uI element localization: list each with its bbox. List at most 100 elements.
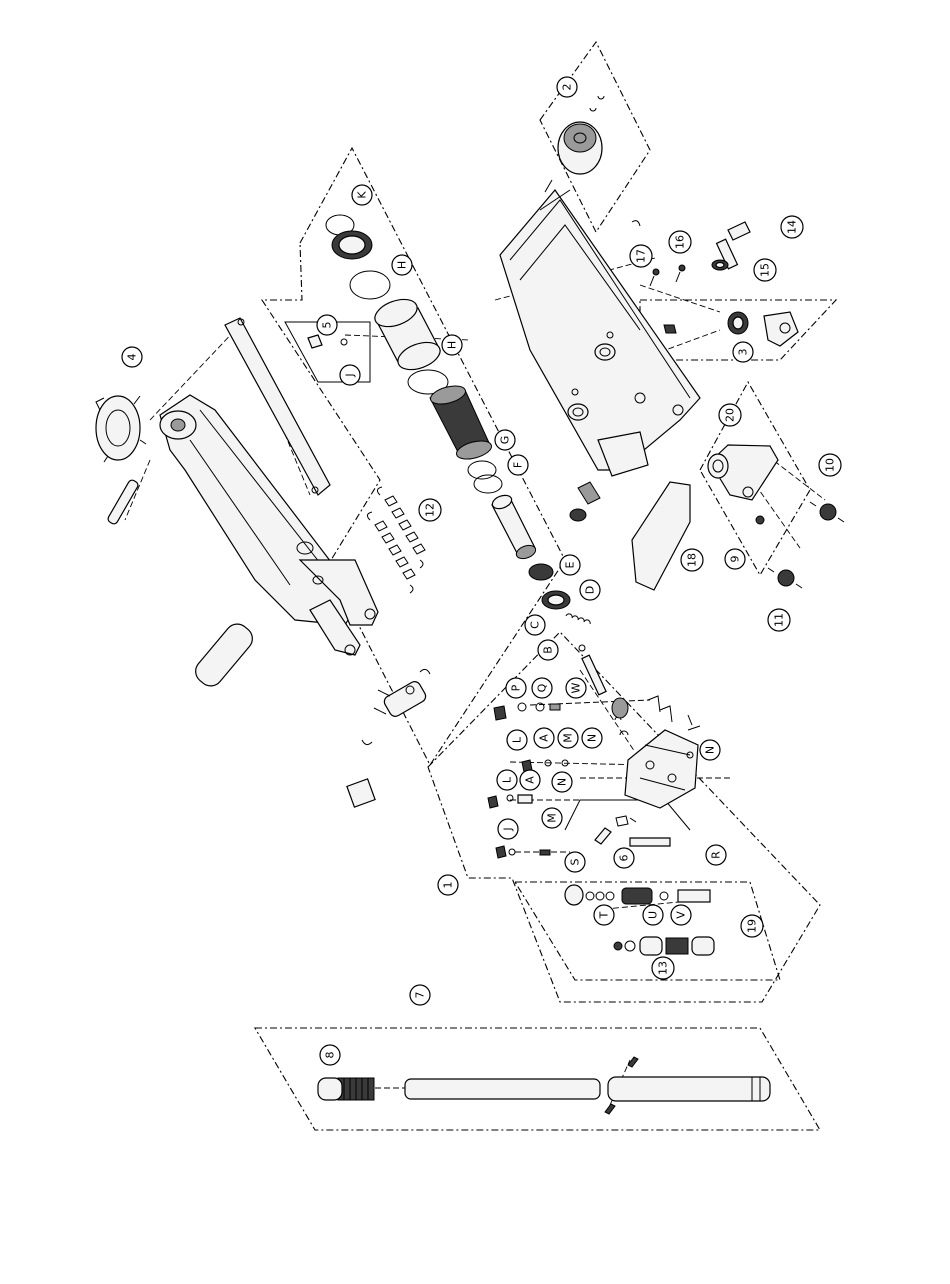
front-wheel	[664, 312, 798, 346]
svg-text:15: 15	[759, 263, 772, 277]
callout-1: 1	[438, 875, 458, 895]
callout-L-upper: L	[507, 730, 527, 750]
svg-text:10: 10	[824, 458, 837, 472]
group-box-pump-unit	[428, 632, 820, 1002]
callout-15: 15	[754, 259, 776, 281]
svg-text:P: P	[510, 684, 523, 691]
svg-text:R: R	[710, 851, 723, 859]
callout-10: 10	[819, 454, 841, 476]
callout-Q: Q	[532, 678, 552, 698]
cover-plate	[632, 482, 690, 590]
callout-8: 8	[320, 1045, 340, 1065]
svg-text:9: 9	[729, 556, 742, 563]
svg-text:M: M	[546, 813, 559, 823]
svg-text:18: 18	[686, 553, 699, 567]
valve-assembly	[565, 885, 714, 955]
svg-text:H: H	[446, 341, 459, 349]
svg-text:F: F	[512, 462, 525, 468]
callout-F: F	[508, 455, 528, 475]
callout-S: S	[565, 852, 585, 872]
callout-M-upper: M	[558, 728, 578, 748]
svg-text:12: 12	[424, 503, 437, 517]
callout-J-upper: J	[340, 365, 360, 385]
svg-text:U: U	[647, 911, 660, 919]
jack-handle	[318, 1057, 770, 1114]
callout-B: B	[538, 640, 558, 660]
svg-text:14: 14	[786, 220, 799, 234]
svg-text:C: C	[529, 621, 542, 629]
svg-text:K: K	[356, 191, 369, 199]
callout-K: K	[352, 185, 372, 205]
group-box-valve-6	[565, 800, 690, 830]
svg-text:N: N	[704, 746, 717, 754]
callout-12: 12	[419, 499, 441, 521]
svg-text:A: A	[524, 776, 537, 784]
svg-text:13: 13	[657, 961, 670, 975]
svg-text:2: 2	[561, 84, 574, 91]
svg-text:E: E	[564, 561, 577, 568]
lift-arm	[107, 318, 378, 691]
callout-H-lower: H	[442, 335, 462, 355]
svg-text:T: T	[598, 911, 611, 919]
svg-text:N: N	[586, 734, 599, 742]
callout-P: P	[506, 678, 526, 698]
return-springs	[367, 487, 425, 593]
callout-H-upper: H	[392, 255, 412, 275]
callout-16: 16	[669, 231, 691, 253]
callout-N-right: N	[700, 740, 720, 760]
callout-6: 6	[614, 848, 634, 868]
svg-text:7: 7	[414, 992, 427, 999]
svg-text:S: S	[569, 858, 582, 865]
callout-7: 7	[410, 985, 430, 1005]
svg-text:H: H	[396, 261, 409, 269]
callout-A-upper: A	[534, 728, 554, 748]
svg-text:J: J	[344, 373, 357, 377]
svg-text:N: N	[556, 778, 569, 786]
callout-20: 20	[719, 404, 741, 426]
callout-4: 4	[122, 347, 142, 367]
callout-E: E	[560, 555, 580, 575]
callout-U: U	[643, 905, 663, 925]
pump-unit	[488, 696, 700, 858]
svg-text:J: J	[502, 827, 515, 831]
svg-text:17: 17	[635, 249, 648, 263]
callout-L-lower: L	[497, 770, 517, 790]
callout-G: G	[495, 430, 515, 450]
svg-text:6: 6	[618, 855, 631, 862]
callout-5: 5	[317, 315, 337, 335]
callout-14: 14	[781, 216, 803, 238]
saddle-part	[96, 396, 146, 462]
callout-M-lower: M	[542, 808, 562, 828]
callout-N-lower: N	[552, 772, 572, 792]
svg-text:19: 19	[746, 919, 759, 933]
link-clip-assembly	[347, 669, 430, 807]
svg-text:Q: Q	[536, 683, 549, 692]
svg-text:11: 11	[773, 613, 786, 627]
svg-text:L: L	[501, 776, 514, 783]
callout-D: D	[580, 580, 600, 600]
svg-text:4: 4	[126, 354, 139, 361]
chassis-frame	[500, 180, 700, 521]
svg-text:16: 16	[674, 235, 687, 249]
callout-J-lower: J	[498, 819, 518, 839]
callout-V: V	[671, 905, 691, 925]
callout-A-lower: A	[520, 770, 540, 790]
svg-text:1: 1	[442, 882, 455, 889]
callout-T: T	[594, 905, 614, 925]
callout-2: 2	[557, 77, 577, 97]
svg-text:20: 20	[724, 408, 737, 422]
svg-text:L: L	[511, 736, 524, 743]
callout-N-upper: N	[582, 728, 602, 748]
callout-18: 18	[681, 549, 703, 571]
callout-R: R	[706, 845, 726, 865]
callout-W: W	[566, 678, 586, 698]
svg-text:A: A	[538, 734, 551, 742]
callout-3: 3	[733, 342, 753, 362]
svg-text:M: M	[562, 733, 575, 743]
callout-17: 17	[630, 245, 652, 267]
svg-text:8: 8	[324, 1052, 337, 1059]
callout-13: 13	[652, 957, 674, 979]
callout-11: 11	[768, 609, 790, 631]
rear-caster-wheel	[558, 96, 604, 174]
